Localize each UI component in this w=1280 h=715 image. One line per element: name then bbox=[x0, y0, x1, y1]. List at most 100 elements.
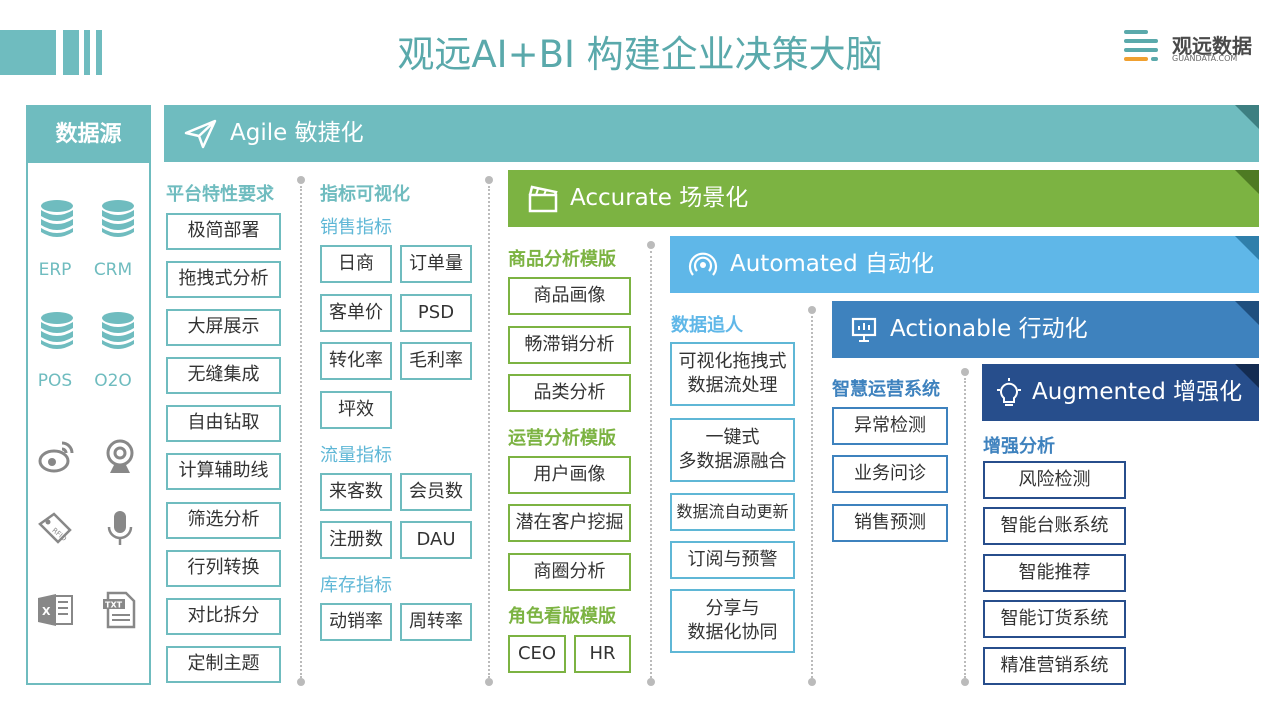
stock-indicators-title: 库存指标 bbox=[320, 575, 392, 596]
platform-title: 平台特性要求 bbox=[166, 184, 274, 205]
scene-item: 商圈分析 bbox=[508, 553, 631, 591]
band-automated: Automated 自动化 bbox=[670, 236, 1259, 293]
automation-item: 数据流自动更新 bbox=[670, 493, 795, 531]
scene-item: 用户画像 bbox=[508, 456, 631, 494]
indicator-item: 日商 bbox=[320, 245, 392, 283]
automation-item-text: 多数据源融合 bbox=[678, 451, 787, 472]
data-source-panel: 数据源 bbox=[26, 105, 151, 685]
indicator-item: PSD bbox=[400, 294, 472, 332]
band-agile: Agile 敏捷化 bbox=[164, 105, 1259, 162]
database-icon bbox=[41, 312, 73, 349]
scene-item: 商品画像 bbox=[508, 277, 631, 315]
separator-line bbox=[964, 378, 966, 678]
data-source-title: 数据源 bbox=[28, 107, 149, 163]
clapperboard-icon bbox=[528, 185, 558, 212]
source-label-erp: ERP bbox=[38, 260, 72, 280]
separator-dot bbox=[297, 176, 305, 184]
platform-item: 对比拆分 bbox=[166, 598, 281, 635]
band-accurate-label: Accurate 场景化 bbox=[570, 185, 749, 211]
indicator-item: 毛利率 bbox=[400, 342, 472, 380]
automation-title: 数据追人 bbox=[671, 315, 743, 336]
svg-text:X: X bbox=[42, 605, 51, 618]
indicator-item: 转化率 bbox=[320, 342, 392, 380]
svg-text:TXT: TXT bbox=[105, 601, 123, 610]
presentation-board-icon bbox=[851, 317, 877, 342]
band-corner-fold bbox=[1235, 301, 1259, 325]
band-augmented-label: Augmented 增强化 bbox=[1032, 379, 1243, 405]
actionable-item: 业务问诊 bbox=[832, 455, 948, 493]
automation-item-text: 分享与 bbox=[705, 597, 760, 619]
platform-item: 行列转换 bbox=[166, 550, 281, 587]
txt-file-icon: TXT bbox=[103, 591, 136, 629]
weibo-icon bbox=[38, 441, 74, 473]
separator-line bbox=[811, 316, 813, 678]
separator-dot bbox=[961, 368, 969, 376]
source-label-pos: POS bbox=[37, 371, 73, 391]
source-label-crm: CRM bbox=[93, 260, 133, 280]
band-accurate: Accurate 场景化 bbox=[508, 170, 1259, 227]
actionable-item: 销售预测 bbox=[832, 504, 948, 542]
actionable-title: 智慧运营系统 bbox=[832, 379, 940, 400]
platform-item: 无缝集成 bbox=[166, 357, 281, 394]
indicator-item: 订单量 bbox=[400, 245, 472, 283]
indicator-item: 来客数 bbox=[320, 473, 392, 511]
platform-item: 自由钻取 bbox=[166, 405, 281, 442]
augmented-item: 智能订货系统 bbox=[983, 600, 1126, 638]
separator-dot bbox=[647, 241, 655, 249]
separator-dot bbox=[297, 678, 305, 686]
band-corner-fold bbox=[1235, 236, 1259, 260]
platform-item: 筛选分析 bbox=[166, 502, 281, 539]
separator-dot bbox=[647, 678, 655, 686]
actionable-item: 异常检测 bbox=[832, 407, 948, 445]
database-icon bbox=[41, 200, 73, 237]
separator-line bbox=[650, 251, 652, 678]
band-automated-label: Automated 自动化 bbox=[730, 251, 934, 277]
band-agile-label: Agile 敏捷化 bbox=[230, 120, 364, 146]
augmented-item: 风险检测 bbox=[983, 461, 1126, 499]
logo-subtext: GUANDATA.COM bbox=[1172, 54, 1238, 63]
indicator-item: 客单价 bbox=[320, 294, 392, 332]
separator-dot bbox=[961, 678, 969, 686]
platform-item: 拖拽式分析 bbox=[166, 261, 281, 298]
band-actionable-label: Actionable 行动化 bbox=[890, 316, 1088, 342]
band-corner-fold bbox=[1235, 105, 1259, 129]
rfid-tag-icon: RFID bbox=[38, 512, 72, 544]
page-title: 观远AI+BI 构建企业决策大脑 bbox=[397, 33, 883, 76]
band-corner-fold bbox=[1235, 170, 1259, 194]
band-augmented: Augmented 增强化 bbox=[982, 364, 1259, 421]
scene-item: 潜在客户挖掘 bbox=[508, 504, 631, 542]
automation-item: 分享与 数据化协同 bbox=[670, 589, 795, 653]
lightbulb-icon bbox=[997, 377, 1021, 406]
indicator-item: 注册数 bbox=[320, 521, 392, 559]
separator-line bbox=[488, 186, 490, 678]
separator-dot bbox=[808, 306, 816, 314]
microphone-icon bbox=[107, 511, 133, 545]
role-template-title: 角色看版模版 bbox=[508, 606, 616, 627]
scene-item: CEO bbox=[508, 635, 566, 673]
augmented-item: 精准营销系统 bbox=[983, 647, 1126, 685]
traffic-indicators-title: 流量指标 bbox=[320, 445, 392, 466]
band-actionable: Actionable 行动化 bbox=[832, 301, 1259, 358]
send-arrow-icon bbox=[184, 119, 217, 148]
band-corner-fold bbox=[1235, 364, 1259, 388]
scene-item: 畅滞销分析 bbox=[508, 326, 631, 364]
header-decor-stripe bbox=[84, 30, 90, 75]
logo-icon bbox=[1124, 28, 1164, 68]
indicator-item: 坪效 bbox=[320, 391, 392, 429]
augmented-item: 智能台账系统 bbox=[983, 507, 1126, 545]
platform-item: 定制主题 bbox=[166, 646, 281, 683]
automation-item: 可视化拖拽式 数据流处理 bbox=[670, 342, 795, 406]
sales-indicators-title: 销售指标 bbox=[320, 217, 392, 238]
scene-item: HR bbox=[574, 635, 631, 673]
separator-line bbox=[300, 186, 302, 678]
automation-item-text: 数据流处理 bbox=[687, 375, 778, 396]
augmented-title: 增强分析 bbox=[983, 436, 1055, 457]
indicator-item: 动销率 bbox=[320, 603, 392, 641]
ops-template-title: 运营分析模版 bbox=[508, 428, 616, 449]
automation-item-text: 可视化拖拽式 bbox=[678, 350, 787, 372]
automation-item-text: 一键式 bbox=[705, 426, 760, 448]
excel-icon: X bbox=[38, 594, 73, 626]
source-label-o2o: O2O bbox=[94, 371, 132, 391]
goods-template-title: 商品分析模版 bbox=[508, 249, 616, 270]
separator-dot bbox=[485, 678, 493, 686]
